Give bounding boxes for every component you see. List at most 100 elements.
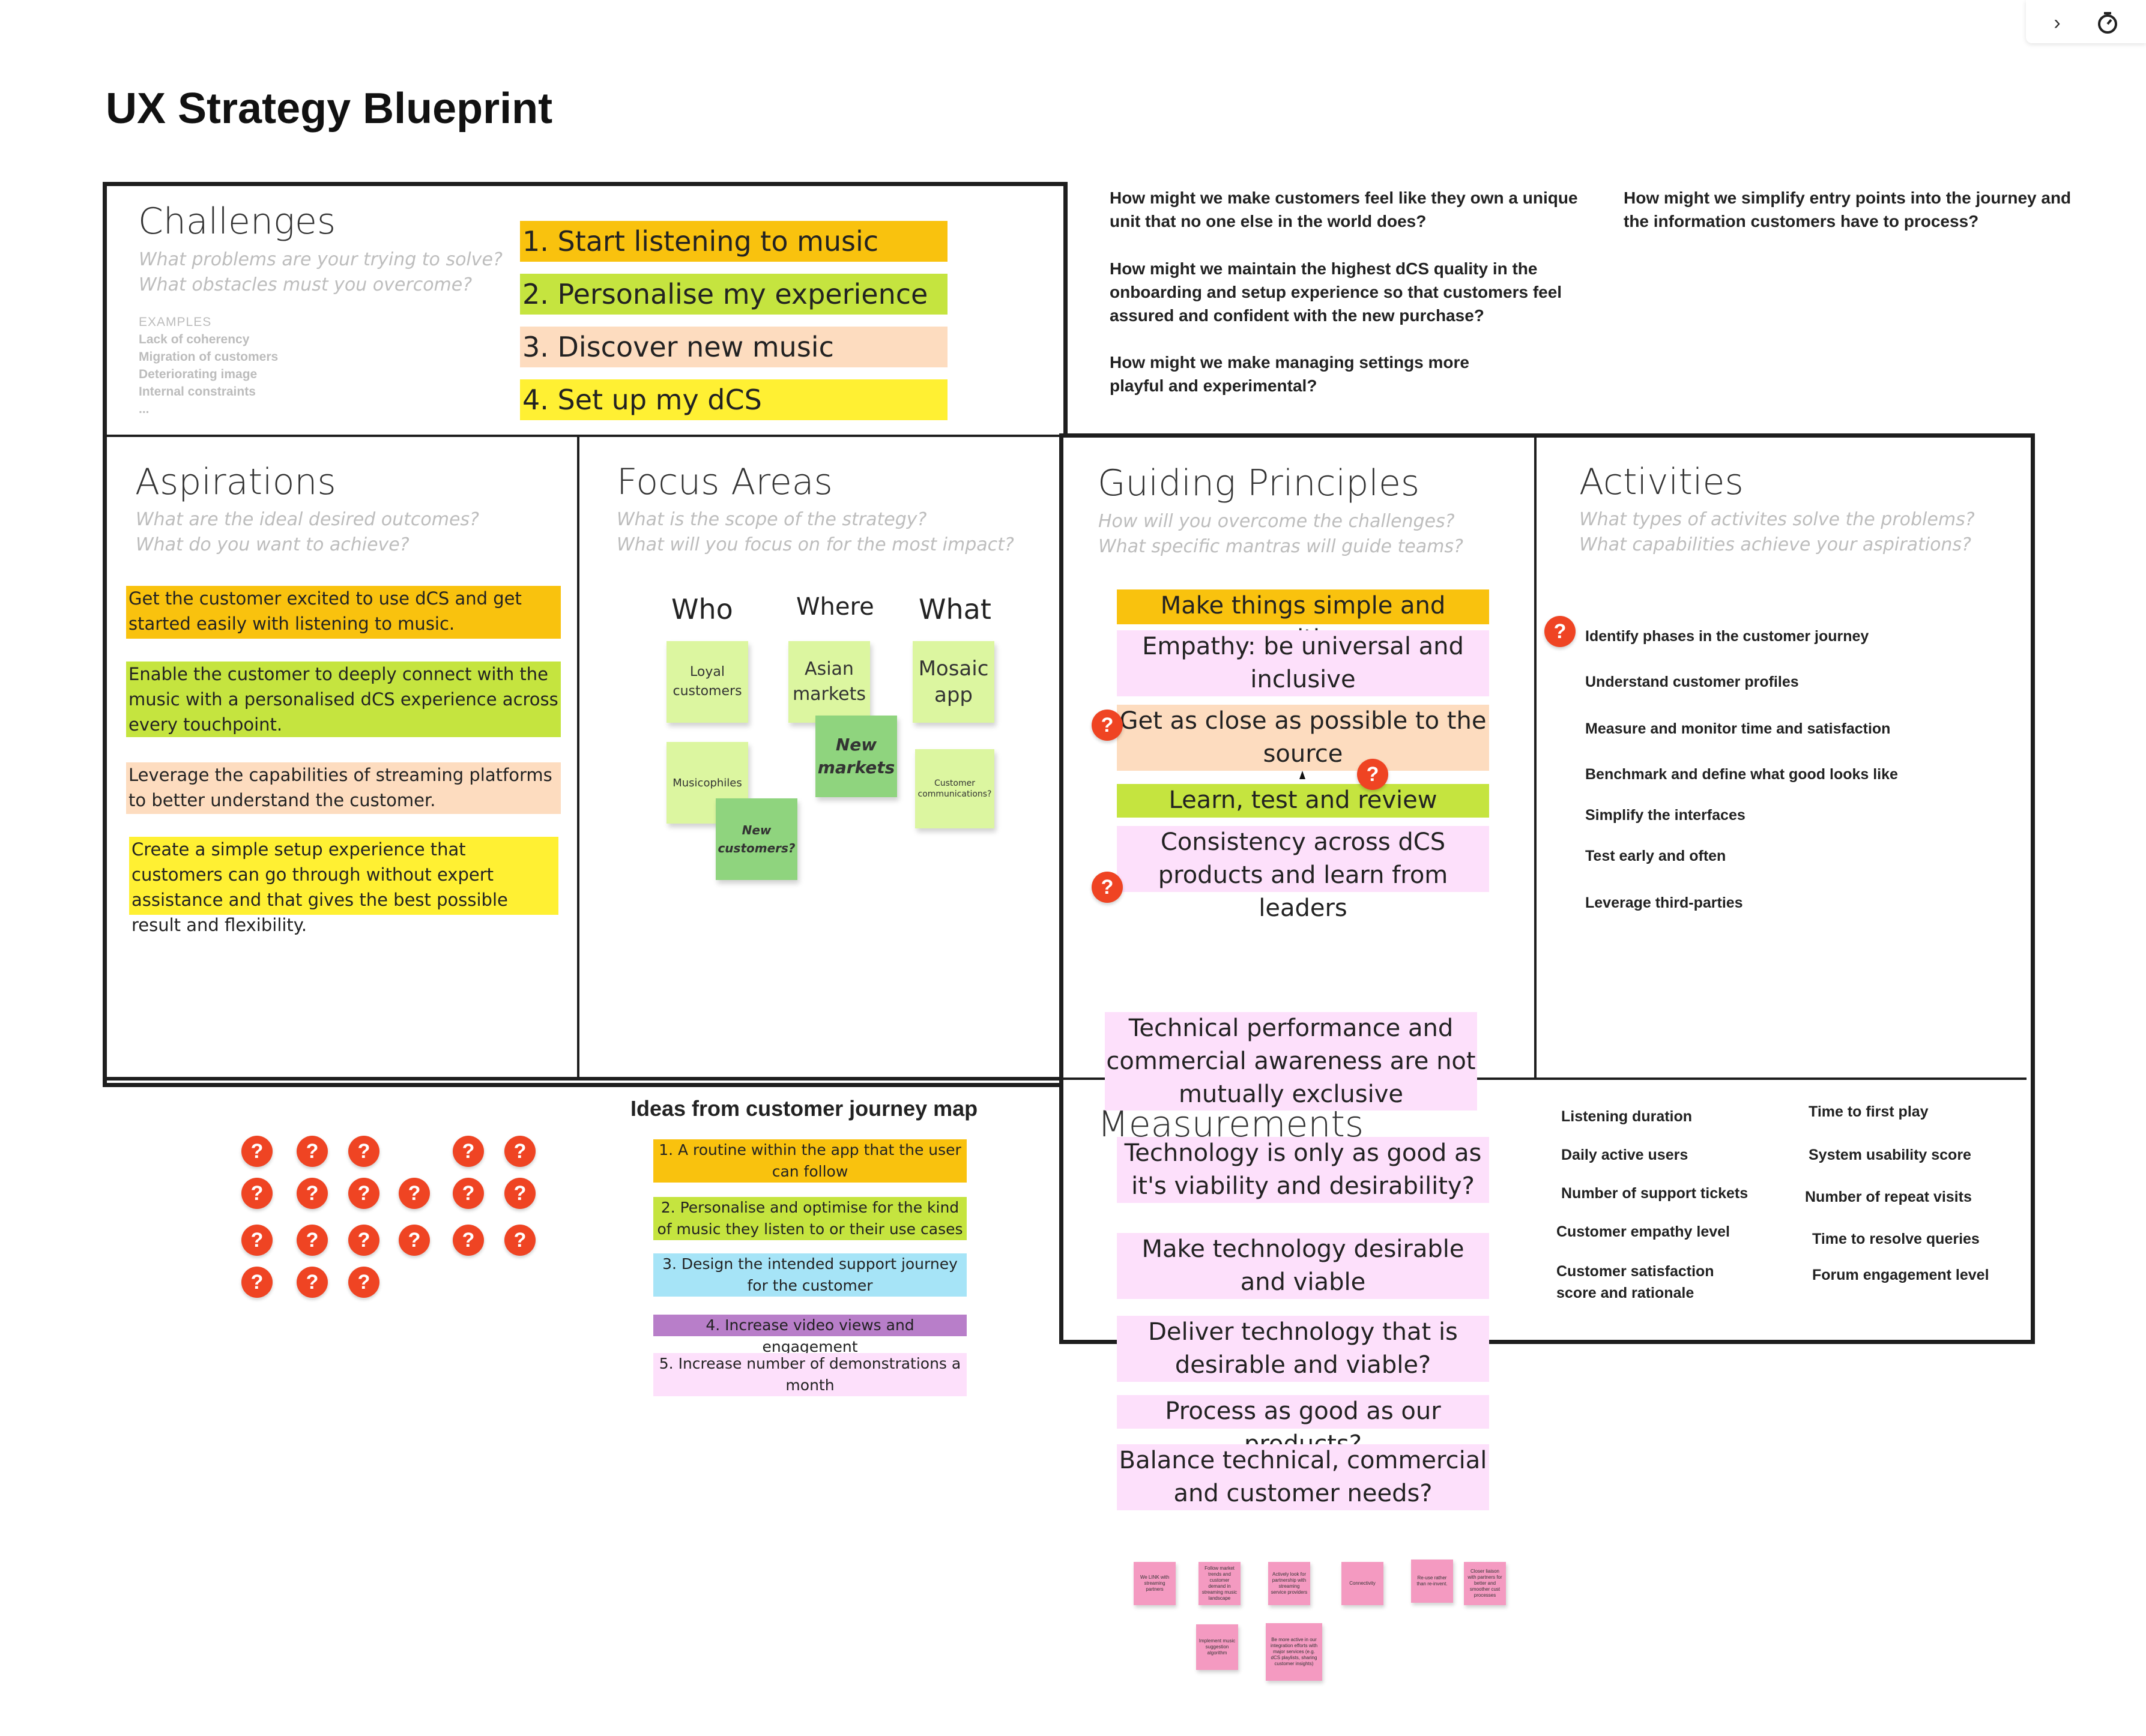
- activities-heading: Activities: [1579, 461, 1744, 503]
- floating-guiding-note-4[interactable]: Deliver technology that is desirable and…: [1117, 1316, 1489, 1382]
- pink-sticky[interactable]: We LINK with streaming partners: [1134, 1562, 1176, 1605]
- measurement-item: Daily active users: [1561, 1147, 1688, 1163]
- guiding-principles-heading: Guiding Principles: [1098, 462, 1420, 504]
- hmw-text-3: How might we make managing settings more…: [1110, 353, 1470, 395]
- focus-areas-sub-1: What is the scope of the strategy?: [617, 509, 927, 530]
- floating-guiding-note-3[interactable]: Make technology desirable and viable: [1117, 1233, 1489, 1299]
- sticky-new-customers[interactable]: New customers?: [716, 798, 797, 880]
- question-marker[interactable]: ?: [504, 1178, 536, 1209]
- question-marker[interactable]: ?: [241, 1225, 273, 1256]
- question-marker[interactable]: ?: [241, 1178, 273, 1209]
- floating-guiding-note-5[interactable]: Process as good as our products?: [1117, 1395, 1489, 1458]
- guiding-note-3[interactable]: Get as close as possible to the source: [1117, 705, 1489, 771]
- pink-sticky[interactable]: Implement music suggestion algorithm: [1196, 1624, 1238, 1670]
- chevron-right-icon[interactable]: ›: [2054, 11, 2061, 34]
- question-marker[interactable]: ?: [1544, 616, 1576, 647]
- board-toolbar: ›: [2026, 0, 2146, 43]
- activity-item-2: Understand customer profiles: [1585, 674, 1799, 690]
- question-marker[interactable]: ?: [453, 1136, 484, 1167]
- sticky-new-markets[interactable]: New markets: [815, 716, 897, 797]
- pink-sticky[interactable]: Re-use rather than re-invent.: [1411, 1560, 1453, 1603]
- hmw-text-4: How might we simplify entry points into …: [1624, 188, 2072, 231]
- cursor-marker: [1299, 771, 1305, 779]
- idea-note-3[interactable]: 3. Design the intended support journey f…: [653, 1253, 967, 1297]
- focus-col-what: What: [919, 593, 991, 625]
- activity-item-7: Leverage third-parties: [1585, 894, 1743, 911]
- pink-sticky[interactable]: Follow market trends and customer demand…: [1198, 1562, 1241, 1605]
- aspirations-heading: Aspirations: [135, 461, 336, 503]
- guiding-sub-1: How will you overcome the challenges?: [1098, 511, 1455, 532]
- idea-note-1[interactable]: 1. A routine within the app that the use…: [653, 1139, 967, 1183]
- challenges-sub-2: What obstacles must you overcome?: [139, 274, 473, 295]
- question-marker[interactable]: ?: [348, 1225, 379, 1256]
- challenge-note-4[interactable]: 4. Set up my dCS: [520, 379, 948, 420]
- hmw-text-1: How might we make customers feel like th…: [1110, 188, 1578, 231]
- pink-sticky[interactable]: Actively look for partnership with strea…: [1268, 1562, 1310, 1605]
- sticky-mosaic-app[interactable]: Mosaic app: [913, 641, 994, 723]
- floating-guiding-note-6[interactable]: Balance technical, commercial and custom…: [1117, 1444, 1489, 1510]
- focus-col-where: Where: [796, 593, 874, 621]
- guiding-sub-2: What specific mantras will guide teams?: [1098, 536, 1463, 557]
- question-marker[interactable]: ?: [453, 1225, 484, 1256]
- question-marker[interactable]: ?: [504, 1225, 536, 1256]
- guiding-note-2[interactable]: Empathy: be universal and inclusive: [1117, 630, 1489, 696]
- activities-sub-1: What types of activites solve the proble…: [1579, 509, 1975, 530]
- aspiration-note-2[interactable]: Enable the customer to deeply connect wi…: [126, 662, 561, 737]
- guiding-note-5[interactable]: Consistency across dCS products and lear…: [1117, 826, 1489, 922]
- idea-note-4[interactable]: 4. Increase video views and engagement: [653, 1315, 967, 1355]
- question-marker[interactable]: ?: [348, 1178, 379, 1209]
- sticky-loyal-customers[interactable]: Loyal customers: [666, 641, 748, 723]
- measurement-item: Customer empathy level: [1556, 1223, 1730, 1240]
- aspiration-note-1[interactable]: Get the customer excited to use dCS and …: [126, 586, 561, 639]
- idea-note-5[interactable]: 5. Increase number of demonstrations a m…: [653, 1353, 967, 1396]
- question-marker[interactable]: ?: [297, 1225, 328, 1256]
- question-marker[interactable]: ?: [453, 1178, 484, 1209]
- question-marker[interactable]: ?: [297, 1178, 328, 1209]
- pink-sticky[interactable]: Connectivity: [1341, 1562, 1383, 1605]
- focus-areas-sub-2: What will you focus on for the most impa…: [617, 534, 1014, 555]
- challenge-note-3[interactable]: 3. Discover new music: [520, 327, 948, 367]
- question-marker[interactable]: ?: [348, 1136, 379, 1167]
- question-marker[interactable]: ?: [297, 1267, 328, 1298]
- question-marker[interactable]: ?: [241, 1136, 273, 1167]
- challenges-heading: Challenges: [138, 200, 336, 243]
- idea-note-2[interactable]: 2. Personalise and optimise for the kind…: [653, 1197, 967, 1240]
- ideas-title: Ideas from customer journey map: [630, 1096, 978, 1121]
- sticky-asian-markets[interactable]: Asian markets: [788, 641, 870, 723]
- question-marker[interactable]: ?: [1357, 759, 1388, 790]
- guiding-note-4[interactable]: Learn, test and review: [1117, 784, 1489, 818]
- activity-item-6: Test early and often: [1585, 848, 1726, 864]
- challenges-sub-1: What problems are your trying to solve?: [139, 249, 503, 270]
- aspiration-note-3[interactable]: Leverage the capabilities of streaming p…: [126, 762, 561, 814]
- challenges-examples: EXAMPLES Lack of coherency Migration of …: [139, 315, 279, 416]
- activity-item-5: Simplify the interfaces: [1585, 807, 1746, 824]
- activity-item-1: Identify phases in the customer journey: [1585, 628, 1869, 645]
- floating-guiding-note-2[interactable]: Technology is only as good as it's viabi…: [1117, 1137, 1489, 1203]
- floating-guiding-note-1[interactable]: Technical performance and commercial awa…: [1105, 1012, 1477, 1111]
- challenge-note-2[interactable]: 2. Personalise my experience: [520, 274, 948, 315]
- pink-sticky[interactable]: Be more active in our integration effort…: [1266, 1623, 1322, 1681]
- hmw-text-2: How might we maintain the highest dCS qu…: [1110, 259, 1562, 325]
- measurement-item: Time to first play: [1809, 1103, 1929, 1120]
- measurement-item: Number of repeat visits: [1805, 1189, 1972, 1205]
- question-marker[interactable]: ?: [399, 1178, 430, 1209]
- aspirations-sub-2: What do you want to achieve?: [136, 534, 410, 555]
- question-marker[interactable]: ?: [348, 1267, 379, 1298]
- aspiration-note-4[interactable]: Create a simple setup experience that cu…: [129, 837, 558, 935]
- board-title: UX Strategy Blueprint: [106, 85, 553, 133]
- challenge-note-1[interactable]: 1. Start listening to music: [520, 221, 948, 262]
- question-marker[interactable]: ?: [399, 1225, 430, 1256]
- question-marker[interactable]: ?: [241, 1267, 273, 1298]
- question-marker[interactable]: ?: [1092, 872, 1123, 903]
- question-marker[interactable]: ?: [504, 1136, 536, 1167]
- question-marker[interactable]: ?: [297, 1136, 328, 1167]
- question-marker[interactable]: ?: [1092, 710, 1123, 741]
- aspirations-sub-1: What are the ideal desired outcomes?: [136, 509, 479, 530]
- focus-col-who: Who: [671, 593, 733, 625]
- measurement-item: Listening duration: [1561, 1108, 1693, 1125]
- guiding-note-1[interactable]: Make things simple and exciting: [1117, 589, 1489, 653]
- measurement-item: Number of support tickets: [1561, 1185, 1749, 1202]
- pink-sticky[interactable]: Closer liaison with partners for better …: [1464, 1562, 1506, 1605]
- timer-icon[interactable]: [2096, 11, 2120, 35]
- sticky-customer-communications[interactable]: Customer communications?: [915, 749, 994, 828]
